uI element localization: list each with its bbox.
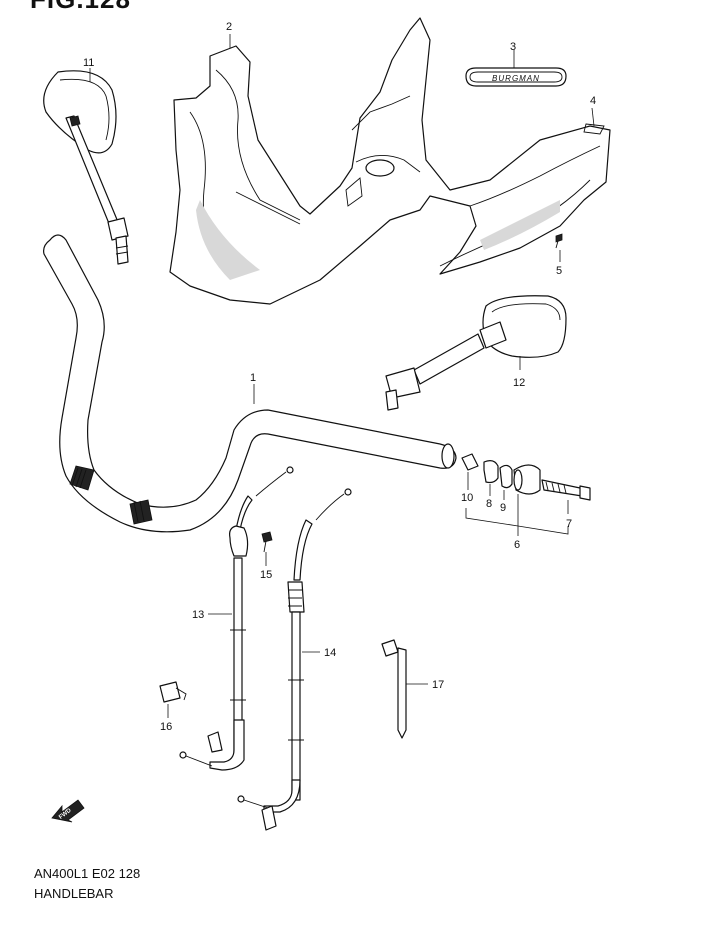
- callout-labels: 1 2 3 4 5 6 7 8 9 10 11 12 13 14 15 16 1…: [83, 21, 596, 733]
- callout-1: 1: [250, 372, 256, 384]
- callout-16: 16: [160, 721, 172, 733]
- callout-5: 5: [556, 265, 562, 277]
- cable-tie-part-17: [381, 639, 407, 739]
- callout-3: 3: [510, 41, 516, 53]
- callout-7: 7: [566, 518, 572, 530]
- clamp-part-16: [159, 681, 187, 703]
- right-mirror-part: [385, 295, 567, 411]
- callout-13: 13: [192, 609, 204, 621]
- callout-11: 11: [83, 57, 94, 69]
- emblem-part: BURGMAN: [465, 67, 567, 87]
- cable-part-14: [237, 488, 352, 831]
- callout-14: 14: [324, 647, 336, 659]
- callout-15: 15: [260, 569, 272, 581]
- balancer-set-parts: [461, 453, 591, 501]
- callout-10: 10: [461, 492, 473, 504]
- callout-2: 2: [226, 21, 232, 33]
- emblem-text: BURGMAN: [492, 74, 540, 83]
- callout-8: 8: [486, 498, 492, 510]
- screw-part-15: [261, 531, 273, 553]
- fwd-arrow-icon: FWD: [51, 799, 85, 823]
- screw-part-5: [555, 233, 563, 249]
- left-mirror-part: [43, 70, 129, 265]
- callout-9: 9: [500, 502, 506, 514]
- figure-title: FIG.128: [30, 0, 131, 15]
- leader-lines: [89, 34, 595, 718]
- callout-6: 6: [514, 539, 520, 551]
- callout-12: 12: [513, 377, 525, 389]
- cable-part-13: [179, 466, 294, 771]
- front-cover-part: [169, 17, 611, 305]
- callout-17: 17: [432, 679, 444, 691]
- model-code: AN400L1 E02 128: [34, 866, 141, 881]
- callout-4: 4: [590, 95, 596, 107]
- handlebar-part: [43, 234, 457, 533]
- section-title: HANDLEBAR: [34, 886, 114, 901]
